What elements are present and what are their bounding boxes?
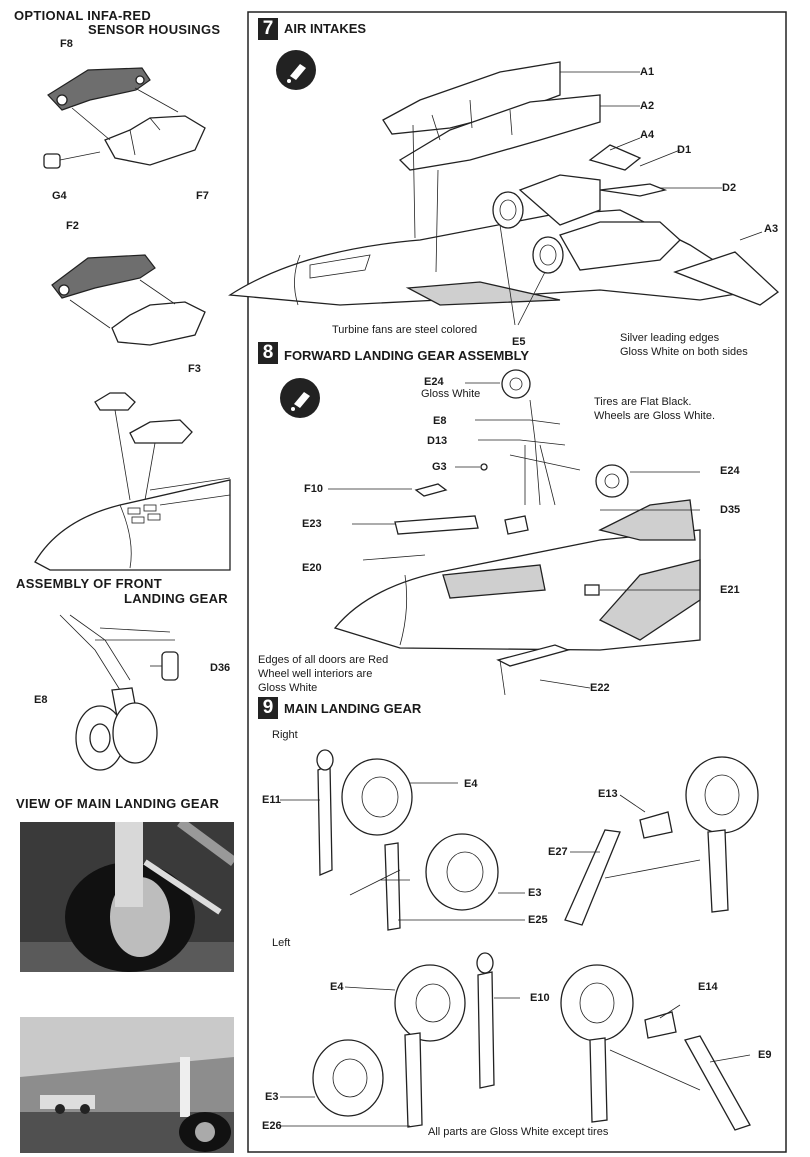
part-label-e23: E23	[302, 518, 322, 530]
part-label-d1: D1	[677, 144, 692, 156]
part-label-e22: E22	[590, 682, 610, 694]
part-label-f2: F2	[66, 220, 79, 232]
part-label-d2: D2	[722, 182, 737, 194]
part-label-d36: D36	[210, 662, 231, 674]
e24-gloss-white-note: Gloss White	[421, 388, 481, 400]
part-label-e4-left: E4	[330, 981, 344, 993]
part-label-e8-front: E8	[34, 694, 48, 706]
front-gear-title-line1: ASSEMBLY OF FRONT	[16, 576, 162, 591]
leading-edge-note-line2: Gloss White on both sides	[620, 346, 748, 358]
step8-title: FORWARD LANDING GEAR ASSEMBLY	[284, 348, 530, 363]
part-label-d13: D13	[427, 435, 448, 447]
part-label-a2: A2	[640, 100, 655, 112]
part-label-e11: E11	[262, 794, 281, 806]
part-label-g4: G4	[52, 190, 67, 202]
steps-panel-border	[247, 11, 787, 1153]
part-label-e25: E25	[528, 914, 548, 926]
optional-sensor-title-line2: SENSOR HOUSINGS	[88, 22, 221, 37]
part-label-a1: A1	[640, 66, 655, 78]
tires-note-line1: Tires are Flat Black.	[594, 396, 692, 408]
main-gear-photo-1	[20, 822, 234, 972]
sensor-housing-lower-drawing	[51, 254, 206, 346]
step7-title: AIR INTAKES	[284, 21, 367, 36]
part-label-e3-left: E3	[265, 1091, 279, 1103]
step7-air-intakes-drawing	[228, 61, 780, 326]
part-label-d35: D35	[720, 504, 741, 516]
step9-main-gear-drawing	[280, 749, 759, 1131]
part-label-f8: F8	[60, 38, 73, 50]
front-landing-gear-drawing	[59, 614, 179, 771]
leading-edge-note-line1: Silver leading edges	[620, 332, 720, 344]
part-label-e24-right: E24	[720, 465, 740, 477]
step8-number: 8	[258, 342, 278, 364]
step9-number: 9	[258, 697, 278, 719]
door-note-line3: Gloss White	[258, 682, 318, 694]
part-label-e8: E8	[433, 415, 447, 427]
main-gear-view-title: VIEW OF MAIN LANDING GEAR	[16, 796, 220, 811]
part-label-e9: E9	[758, 1049, 772, 1061]
part-label-e4-right: E4	[464, 778, 478, 790]
part-label-f7: F7	[196, 190, 209, 202]
gloss-white-parts-note: All parts are Gloss White except tires	[428, 1126, 609, 1138]
left-side-label: Left	[272, 937, 291, 949]
part-label-a3: A3	[764, 223, 779, 235]
glue-icon-step8	[280, 378, 320, 418]
part-label-e24-top: E24	[424, 376, 444, 388]
part-label-e5: E5	[512, 336, 526, 348]
part-label-f10: F10	[304, 483, 323, 495]
step9-title: MAIN LANDING GEAR	[284, 701, 422, 716]
part-label-e13: E13	[598, 788, 618, 800]
part-label-e10: E10	[530, 992, 550, 1004]
part-label-e20: E20	[302, 562, 322, 574]
door-note-line2: Wheel well interiors are	[258, 668, 373, 680]
part-label-a4: A4	[640, 129, 655, 141]
part-label-f3: F3	[188, 363, 201, 375]
part-label-e21: E21	[720, 584, 740, 596]
main-gear-photo-2	[20, 1017, 234, 1153]
optional-sensor-title-line1: OPTIONAL INFA-RED	[14, 8, 152, 23]
part-label-g3: G3	[432, 461, 447, 473]
part-label-e3-right: E3	[528, 887, 542, 899]
part-label-e26: E26	[262, 1120, 282, 1132]
step8-forward-gear-drawing	[328, 369, 701, 696]
front-gear-title-line2: LANDING GEAR	[124, 591, 228, 606]
step7-number: 7	[258, 18, 278, 40]
part-label-e14: E14	[698, 981, 718, 993]
right-side-label: Right	[272, 729, 298, 741]
nose-sensor-drawing	[34, 392, 231, 571]
turbine-color-note: Turbine fans are steel colored	[332, 324, 478, 336]
tires-note-line2: Wheels are Gloss White.	[594, 410, 716, 422]
glue-icon-step7	[276, 50, 316, 90]
sensor-housing-upper-drawing	[43, 67, 206, 169]
part-label-e27: E27	[548, 846, 568, 858]
door-note-line1: Edges of all doors are Red	[258, 654, 389, 666]
